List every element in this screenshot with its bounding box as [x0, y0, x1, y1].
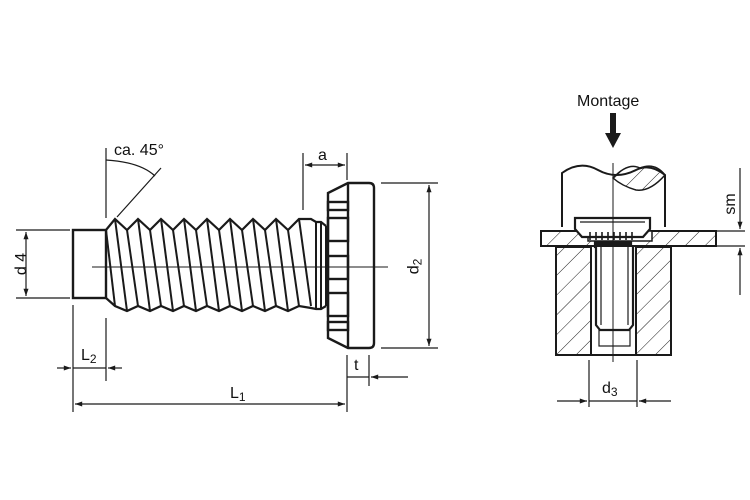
sm-label: sm	[722, 193, 739, 215]
stud-head	[326, 181, 376, 350]
dimension-a	[302, 153, 348, 210]
thread-profile-bottom	[105, 297, 327, 313]
montage-label: Montage	[577, 93, 640, 110]
L2-label: L2	[81, 347, 97, 366]
dimension-t	[346, 355, 408, 412]
stud-pilot	[71, 228, 108, 300]
dimension-d2	[381, 182, 438, 349]
installation-view	[540, 113, 717, 362]
dimension-d3	[557, 360, 671, 407]
t-label: t	[354, 357, 359, 374]
d2-label: d2	[405, 258, 425, 275]
dimension-L2	[57, 305, 122, 412]
dimension-sm	[716, 168, 745, 295]
montage-arrow-icon	[605, 113, 621, 148]
L1-label: L1	[230, 385, 246, 404]
a-label: a	[318, 147, 327, 164]
d4-label: d 4	[13, 252, 30, 276]
thread-profile-top	[105, 217, 327, 232]
d3-label: d3	[602, 380, 618, 399]
angle-label: ca. 45°	[114, 142, 164, 159]
spacer-block	[555, 246, 672, 356]
dimension-d4	[16, 229, 70, 299]
thread-flanks	[105, 218, 327, 312]
stud-side-view	[71, 181, 388, 350]
angle-callout	[105, 148, 162, 218]
stud-shank-installed	[594, 247, 635, 347]
